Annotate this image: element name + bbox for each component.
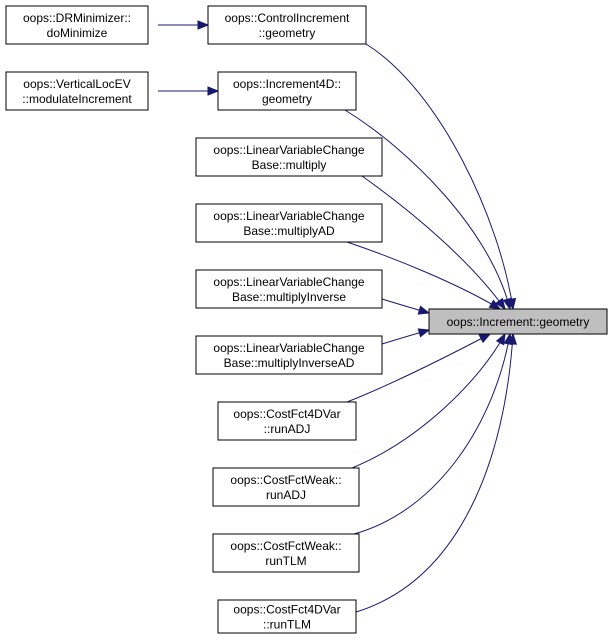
node-dr-minimizer[interactable]: oops::DRMinimizer::doMinimize bbox=[5, 5, 149, 45]
edge-line bbox=[353, 333, 511, 535]
arrow-head-icon bbox=[417, 328, 431, 338]
node-box[interactable] bbox=[207, 5, 367, 45]
edge-increment_geometry-to-costfctweak_runadj bbox=[351, 332, 506, 469]
edge-line bbox=[365, 43, 514, 310]
edge-increment_geometry-to-control_increment bbox=[365, 43, 517, 311]
node-label-line: ::modulateIncrement bbox=[22, 92, 132, 106]
node-costfctweak-runadj[interactable]: oops::CostFctWeak::runADJ bbox=[212, 467, 360, 507]
edge-increment_geometry-to-lvc_multiply_inverse_ad bbox=[381, 328, 431, 345]
node-label-line: oops::CostFctWeak:: bbox=[230, 473, 341, 487]
node-costfctweak-runtlm[interactable]: oops::CostFctWeak::runTLM bbox=[212, 533, 360, 573]
arrow-head-icon bbox=[417, 305, 431, 315]
node-box[interactable] bbox=[217, 599, 357, 634]
node-label-line: oops::ControlIncrement bbox=[225, 11, 350, 25]
node-label-line: oops::LinearVariableChange bbox=[213, 275, 365, 289]
node-box[interactable] bbox=[195, 137, 383, 177]
node-label-line: oops::CostFct4DVar bbox=[233, 407, 340, 421]
arrow-head-icon bbox=[507, 332, 518, 345]
node-label-line: oops::CostFctWeak:: bbox=[230, 539, 341, 553]
node-label-line: Base::multiplyInverse bbox=[232, 290, 346, 304]
node-box[interactable] bbox=[195, 269, 383, 309]
node-label-line: geometry bbox=[262, 92, 312, 106]
node-box[interactable] bbox=[217, 401, 357, 441]
node-box[interactable] bbox=[217, 71, 357, 111]
node-costfct4dvar-runadj[interactable]: oops::CostFct4DVar::runADJ bbox=[217, 401, 357, 441]
edge-increment_geometry-to-lvc_multiply_inverse bbox=[381, 298, 431, 315]
node-vertical-loc-ev[interactable]: oops::VerticalLocEV::modulateIncrement bbox=[5, 71, 149, 111]
node-control-increment[interactable]: oops::ControlIncrement::geometry bbox=[207, 5, 367, 45]
node-box[interactable] bbox=[428, 308, 608, 335]
arrow-head-icon bbox=[207, 86, 220, 96]
edge-line bbox=[361, 175, 506, 310]
node-label-line: oops::LinearVariableChange bbox=[213, 341, 365, 355]
edges-layer bbox=[158, 20, 518, 613]
node-increment4d[interactable]: oops::Increment4D::geometry bbox=[217, 71, 357, 111]
node-box[interactable] bbox=[195, 335, 383, 375]
edge-line bbox=[355, 333, 514, 613]
edge-increment_geometry-to-lvc_multiply_ad bbox=[346, 241, 502, 310]
edge-line bbox=[346, 241, 501, 310]
node-label-line: oops::VerticalLocEV bbox=[23, 77, 130, 91]
nodes-layer: oops::DRMinimizer::doMinimizeoops::Verti… bbox=[5, 5, 608, 634]
edge-line bbox=[351, 333, 506, 469]
node-label-line: oops::LinearVariableChange bbox=[213, 209, 365, 223]
node-label-line: oops::Increment4D:: bbox=[233, 77, 341, 91]
node-box[interactable] bbox=[5, 5, 149, 45]
node-label-line: oops::CostFct4DVar bbox=[233, 603, 340, 617]
arrow-head-icon bbox=[495, 332, 506, 346]
node-box[interactable] bbox=[212, 533, 360, 573]
node-lvc-multiply-ad[interactable]: oops::LinearVariableChangeBase::multiply… bbox=[195, 203, 383, 243]
node-lvc-multiply-inverse[interactable]: oops::LinearVariableChangeBase::multiply… bbox=[195, 269, 383, 309]
node-costfct4dvar-runtlm[interactable]: oops::CostFct4DVar::runTLM bbox=[217, 599, 357, 634]
node-lvc-multiply-inverse-ad[interactable]: oops::LinearVariableChangeBase::multiply… bbox=[195, 335, 383, 375]
edge-increment_geometry-to-costfct4dvar_runadj bbox=[346, 333, 492, 403]
node-label-line: oops::Increment::geometry bbox=[447, 315, 590, 329]
node-increment-geometry[interactable]: oops::Increment::geometry bbox=[428, 308, 608, 335]
edge-line bbox=[346, 333, 491, 403]
node-label-line: ::runTLM bbox=[263, 618, 311, 632]
node-label-line: ::runADJ bbox=[264, 422, 311, 436]
node-box[interactable] bbox=[195, 203, 383, 243]
arrow-head-icon bbox=[495, 297, 506, 311]
node-label-line: oops::LinearVariableChange bbox=[213, 143, 365, 157]
arrow-head-icon bbox=[502, 297, 513, 311]
arrow-head-icon bbox=[478, 333, 492, 344]
edge-increment_geometry-to-costfct4dvar_runtlm bbox=[355, 332, 518, 613]
node-label-line: runADJ bbox=[266, 488, 306, 502]
edge-control_increment-to-dr_minimizer bbox=[158, 20, 210, 30]
node-box[interactable] bbox=[212, 467, 360, 507]
node-label-line: Base::multiply bbox=[252, 158, 327, 172]
arrow-head-icon bbox=[488, 299, 502, 310]
node-box[interactable] bbox=[5, 71, 149, 111]
arrow-head-icon bbox=[197, 20, 210, 30]
node-label-line: Base::multiplyInverseAD bbox=[224, 356, 355, 370]
node-label-line: Base::multiplyAD bbox=[243, 224, 335, 238]
node-label-line: runTLM bbox=[265, 554, 306, 568]
edge-increment_geometry-to-increment4d bbox=[344, 109, 513, 311]
edge-line bbox=[344, 109, 511, 310]
edge-increment4d-to-vertical_loc_ev bbox=[158, 86, 220, 96]
node-label-line: oops::DRMinimizer:: bbox=[23, 11, 131, 25]
edge-increment_geometry-to-lvc_multiply bbox=[361, 175, 506, 311]
node-label-line: doMinimize bbox=[47, 26, 108, 40]
node-label-line: ::geometry bbox=[259, 26, 316, 40]
